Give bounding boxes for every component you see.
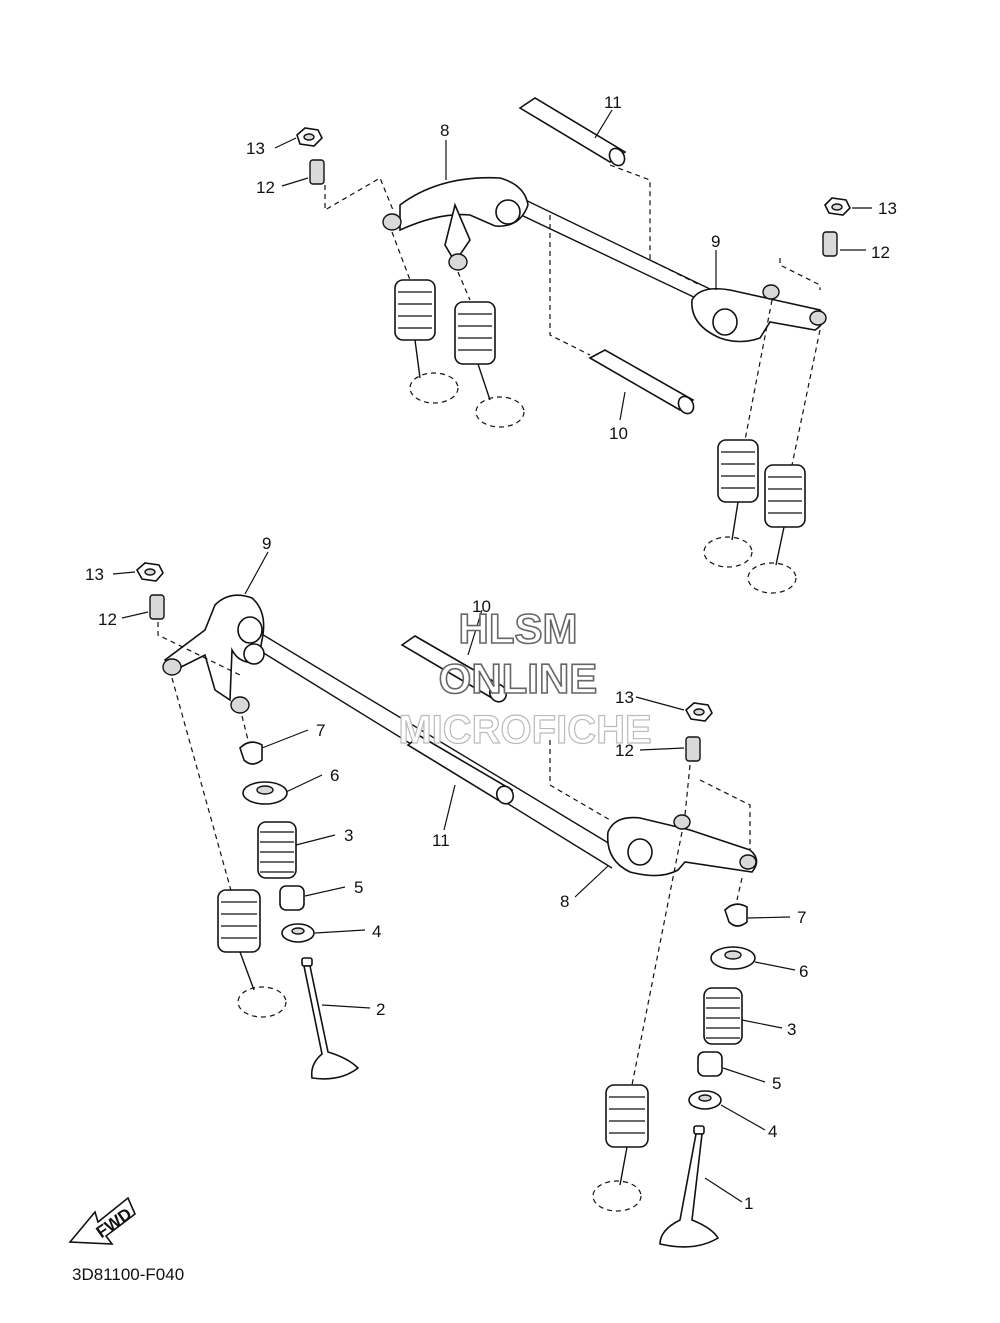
rocker-shaft-top-lower (588, 349, 695, 415)
rocker-arm-top-right (691, 284, 827, 343)
callout-6-left: 6 (330, 766, 339, 785)
callout-1-right: 1 (744, 1194, 753, 1213)
rocker-shaft-middle-lower (406, 735, 515, 805)
callout-12-bottom-left: 12 (98, 610, 117, 629)
callout-12-top-left: 12 (256, 178, 275, 197)
callout-13-bottom-left: 13 (85, 565, 104, 584)
valve-cotter-right (724, 903, 748, 927)
fwd-arrow-icon: FWD (68, 1196, 136, 1245)
callout-2-left: 2 (376, 1000, 385, 1019)
callout-4-left: 4 (372, 922, 381, 941)
rocker-arm-top-left (382, 176, 529, 271)
callout-13-top-right: 13 (878, 199, 897, 218)
valve-spring-right (703, 987, 743, 1045)
callout-10-middle: 10 (472, 597, 491, 616)
valve-assembly-top-2 (454, 301, 525, 428)
valve-assembly-bottom-right (592, 1084, 649, 1212)
rocker-arm-bottom-left (162, 594, 265, 714)
callout-8-top: 8 (440, 121, 449, 140)
watermark-line-3: MICROFICHE (398, 708, 651, 752)
callout-10-top: 10 (609, 424, 628, 443)
watermark-line-2: ONLINE (439, 655, 598, 702)
callout-5-right: 5 (772, 1074, 781, 1093)
rocker-shaft-top-upper (518, 97, 627, 167)
callout-9-bottom-left: 9 (262, 534, 271, 553)
nut-top-left (296, 127, 323, 147)
rocker-shaft-middle-upper (400, 635, 508, 703)
spring-retainer-left (242, 781, 288, 805)
callout-12-top-right: 12 (871, 243, 890, 262)
callout-3-right: 3 (787, 1020, 796, 1039)
callout-3-left: 3 (344, 826, 353, 845)
callout-13-top-left: 13 (246, 139, 265, 158)
callout-8-bottom-right: 8 (560, 892, 569, 911)
drawing-code: 3D81100-F040 (72, 1265, 184, 1284)
valve-assembly-top-1 (394, 279, 459, 404)
callout-13-bottom-right: 13 (615, 688, 634, 707)
adjusting-screw-top-left (309, 159, 325, 185)
intake-valve-left (301, 957, 360, 1080)
callout-7-right: 7 (797, 908, 806, 927)
adjusting-screw-bottom-right (685, 736, 701, 762)
adjusting-screw-bottom-left (149, 594, 165, 620)
callout-11-top: 11 (604, 93, 622, 112)
valve-spring-left (257, 821, 297, 879)
valve-stem-seal-right (697, 1051, 723, 1077)
callout-6-right: 6 (799, 962, 808, 981)
callout-7-left: 7 (316, 721, 325, 740)
exhaust-valve-right (659, 1125, 720, 1248)
watermark-line-1: HLSM (459, 605, 578, 652)
callout-9-top: 9 (711, 232, 720, 251)
adjusting-screw-top-right (822, 231, 838, 257)
valve-cotter-left (239, 741, 263, 765)
valve-stem-seal-left (279, 885, 305, 911)
spring-seat-right (688, 1090, 722, 1110)
rocker-arm-bottom-right (606, 814, 758, 877)
spring-seat-left (281, 923, 315, 943)
valve-assembly-top-3 (703, 439, 759, 568)
nut-bottom-right (684, 702, 713, 722)
callout-5-left: 5 (354, 878, 363, 897)
nut-top-right (824, 197, 851, 216)
valve-assembly-bottom-left (217, 889, 287, 1018)
valve-assembly-top-4 (747, 464, 806, 594)
callout-12-bottom-right: 12 (615, 741, 634, 760)
spring-retainer-right (710, 946, 756, 970)
nut-bottom-left (135, 562, 164, 582)
callout-4-right: 4 (768, 1122, 777, 1141)
callout-11-middle: 11 (432, 831, 450, 850)
